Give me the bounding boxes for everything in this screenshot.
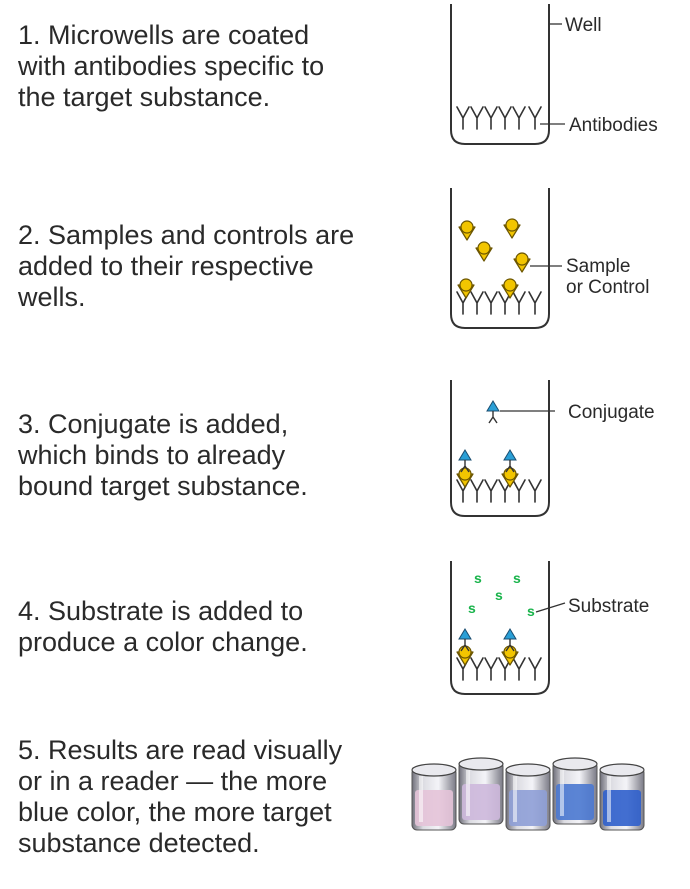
sample-particles (457, 218, 531, 299)
sample-label-line1: Sample (566, 256, 630, 277)
free-conjugate (486, 400, 500, 424)
vial (599, 763, 645, 831)
step-1-line: the target substance. (18, 82, 271, 112)
well-outline (450, 4, 550, 145)
well-2: Sample or Control (450, 188, 649, 329)
antibodies-row (456, 479, 542, 503)
substrate-particles: s s s s s (468, 570, 535, 619)
substrate-s: s (527, 603, 535, 619)
well-label: Well (565, 15, 602, 36)
step-5-line: blue color, the more target (18, 797, 332, 827)
step-3-text: 3. Conjugate is added, which binds to al… (18, 409, 308, 502)
step-5-line: 5. Results are read visually (18, 735, 343, 765)
bound-complexes (456, 449, 519, 488)
vial-liquid (509, 790, 547, 826)
step-2-line: added to their respective (18, 251, 314, 281)
vial-liquid (415, 790, 453, 826)
step-5-text: 5. Results are read visually or in a rea… (18, 735, 342, 859)
step-1-line: with antibodies specific to (18, 51, 325, 81)
vial (458, 757, 504, 825)
step-1-line: 1. Microwells are coated (18, 20, 310, 50)
bound-complexes (456, 628, 519, 666)
well-outline (450, 561, 550, 695)
substrate-s: s (474, 570, 482, 586)
substrate-s: s (495, 587, 503, 603)
step-2-text: 2. Samples and controls are added to the… (18, 220, 354, 313)
step-3-line: 3. Conjugate is added, (18, 409, 289, 439)
substrate-s: s (513, 570, 521, 586)
step-1-text: 1. Microwells are coated with antibodies… (18, 20, 324, 113)
well-4: s s s s s Substrate (450, 561, 649, 695)
vial (505, 763, 551, 831)
result-vials (411, 757, 645, 831)
vial (411, 763, 457, 831)
conjugate-label: Conjugate (568, 402, 655, 423)
sample-label-line2: or Control (566, 277, 649, 298)
step-4-line: 4. Substrate is added to (18, 596, 304, 626)
antibodies-row (456, 291, 542, 315)
step-2-line: 2. Samples and controls are (18, 220, 355, 250)
well-1: Well Antibodies (450, 4, 658, 145)
well-outline (450, 380, 550, 517)
vial-liquid (556, 784, 594, 820)
substrate-label: Substrate (568, 596, 649, 617)
substrate-leader-line (535, 602, 566, 613)
well-outline (450, 188, 550, 329)
step-5-line: substance detected. (18, 828, 260, 858)
antibodies-row (456, 106, 542, 130)
step-4-text: 4. Substrate is added to produce a color… (18, 596, 308, 658)
vial (552, 757, 598, 825)
step-5-line: or in a reader — the more (18, 766, 328, 796)
step-2-line: wells. (18, 282, 86, 312)
substrate-s: s (468, 600, 476, 616)
antibodies-row (456, 657, 542, 681)
step-3-line: which binds to already (18, 440, 286, 470)
step-3-line: bound target substance. (18, 471, 308, 501)
well-3: Conjugate (450, 380, 655, 517)
step-4-line: produce a color change. (18, 627, 308, 657)
vial-liquid (462, 784, 500, 820)
vial-liquid (603, 790, 641, 826)
antibodies-label: Antibodies (569, 115, 658, 136)
